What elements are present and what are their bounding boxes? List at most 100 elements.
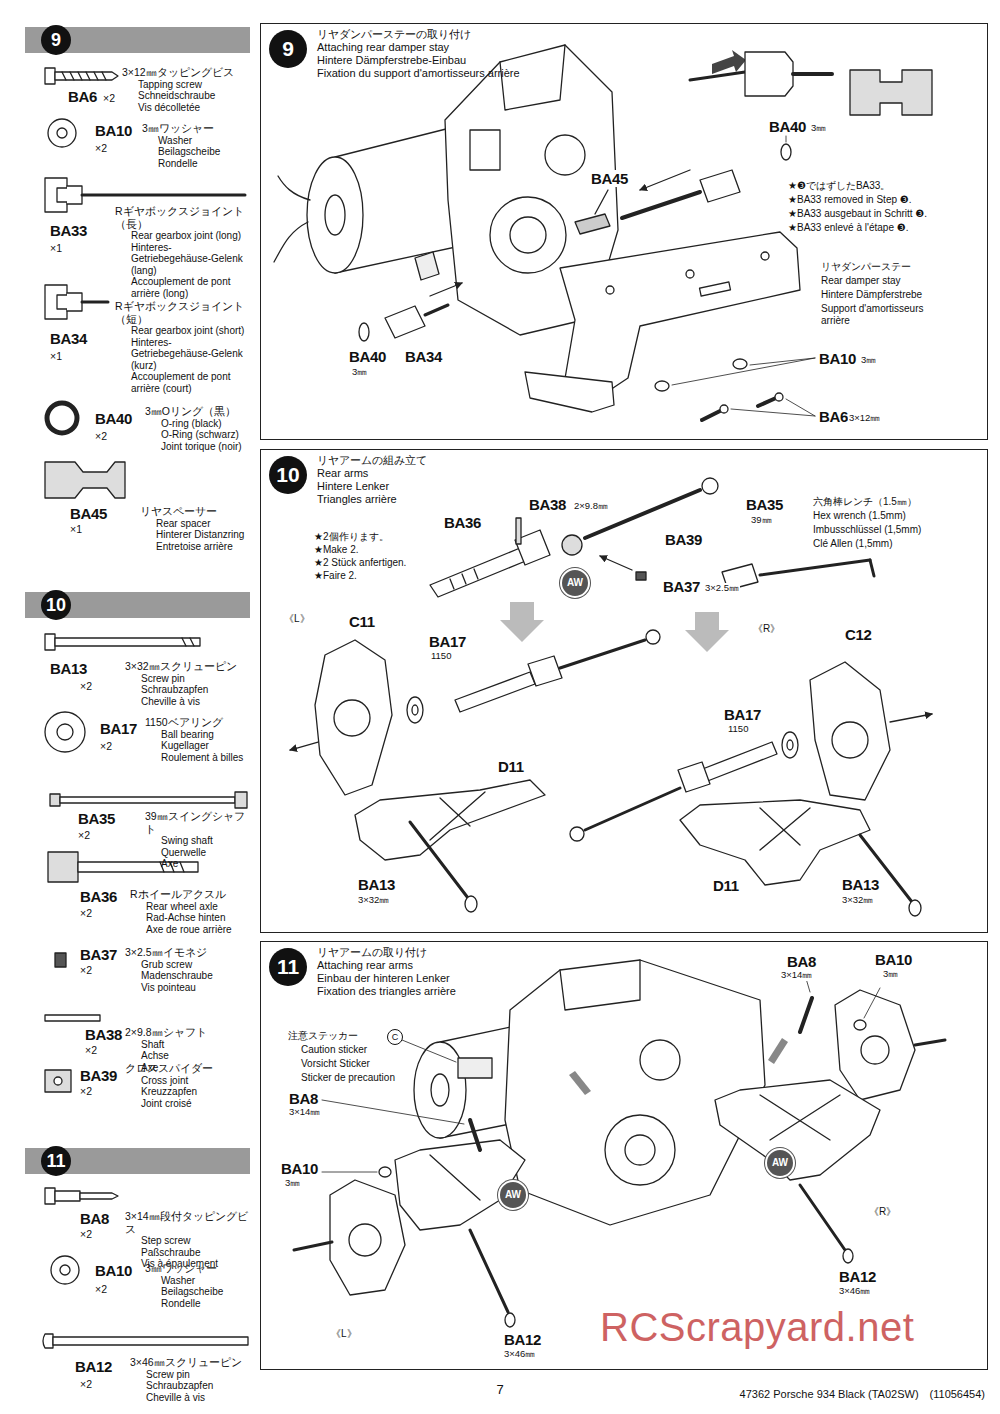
part-callout: D11 bbox=[497, 758, 525, 775]
dimension-label: 3×46㎜ bbox=[838, 1286, 871, 1297]
part-name: Screw pin bbox=[130, 1369, 250, 1381]
part-code: BA36 bbox=[80, 888, 117, 905]
part-name: Accouplement de pont arrière (court) bbox=[115, 371, 250, 394]
step-title: Triangles arrière bbox=[317, 493, 397, 506]
part-name: Paßschraube bbox=[125, 1247, 250, 1259]
sticker-letter: C bbox=[387, 1029, 403, 1045]
part-quantity: ×2 bbox=[80, 1378, 92, 1390]
step-band: 10 bbox=[25, 592, 250, 618]
part-quantity: ×2 bbox=[80, 1228, 92, 1240]
part-name: Hinteres-Getriebegehäuse-Gelenk (lang) bbox=[115, 242, 250, 277]
part-name: Schraubzapfen bbox=[130, 1380, 250, 1392]
step-number: 9 bbox=[41, 25, 71, 55]
part-code: BA17 bbox=[100, 720, 137, 737]
footer-text: 47362 Porsche 934 Black (TA02SW) (110564… bbox=[740, 1388, 985, 1401]
part-description: Rギヤボックスジョイント（短）Rear gearbox joint (short… bbox=[115, 300, 250, 394]
part-callout: BA37 bbox=[662, 578, 701, 595]
part-quantity: ×2 bbox=[103, 92, 115, 104]
part-callout: BA12 bbox=[503, 1331, 542, 1348]
part-name: Axe bbox=[145, 858, 250, 870]
note-text: Hintere Dämpferstrebe bbox=[820, 289, 923, 301]
part-quantity: ×2 bbox=[80, 1085, 92, 1097]
part-name: 3×46㎜スクリューピン bbox=[130, 1356, 250, 1369]
part-name: Rギヤボックスジョイント（短） bbox=[115, 300, 250, 325]
step-number: 9 bbox=[269, 30, 307, 68]
grease-symbol: AW bbox=[560, 568, 590, 598]
dimension-label: 3㎜ bbox=[882, 969, 899, 980]
part-callout: BA10 bbox=[874, 951, 913, 968]
part-code: BA10 bbox=[95, 122, 132, 139]
part-name: Axe de roue arrière bbox=[130, 924, 250, 936]
step-title: Hintere Dämpferstrebe-Einbau bbox=[317, 54, 466, 67]
dimension-label: 3×32㎜ bbox=[841, 895, 874, 906]
page-number: 7 bbox=[496, 1383, 503, 1398]
step-title: Fixation des triangles arrière bbox=[317, 985, 456, 998]
dimension-label: 3×46㎜ bbox=[503, 1349, 536, 1360]
step-number: 11 bbox=[41, 1146, 71, 1176]
dimension-label: 3×12㎜ bbox=[848, 413, 881, 424]
part-name: Schraubzapfen bbox=[125, 684, 250, 696]
part-callout: D11 bbox=[712, 877, 740, 894]
part-description: 3×32㎜スクリューピンScrew pinSchraubzapfenChevil… bbox=[125, 660, 250, 707]
part-name: Rear wheel axle bbox=[130, 901, 250, 913]
part-description: 3㎜ワッシャーWasherBeilagscheibeRondelle bbox=[142, 122, 252, 169]
note-text: 六角棒レンチ（1.5㎜） bbox=[812, 496, 918, 508]
part-callout: BA40 bbox=[768, 118, 807, 135]
part-quantity: ×2 bbox=[80, 964, 92, 976]
part-code: BA45 bbox=[70, 505, 107, 522]
part-quantity: ×2 bbox=[80, 680, 92, 692]
part-code: BA35 bbox=[78, 810, 115, 827]
part-callout: BA38 bbox=[528, 496, 567, 513]
step-number: 10 bbox=[41, 590, 71, 620]
part-name: 3㎜Oリング（黒） bbox=[145, 405, 250, 418]
dimension-label: 3×14㎜ bbox=[780, 970, 813, 981]
part-name: 3㎜ワッシャー bbox=[142, 122, 252, 135]
part-name: Grub screw bbox=[125, 959, 250, 971]
part-name: Beilagscheibe bbox=[142, 146, 252, 158]
note-text: Support d'amortisseurs arrière bbox=[820, 303, 952, 326]
step-number: 11 bbox=[269, 948, 307, 986]
part-name: Shaft bbox=[125, 1039, 250, 1051]
step-band: 9 bbox=[25, 27, 250, 53]
step-band: 11 bbox=[25, 1148, 250, 1174]
part-callout: BA45 bbox=[590, 170, 629, 187]
part-callout: C11 bbox=[348, 613, 376, 630]
part-description: リヤスペーサーRear spacerHinterer DistanzringEn… bbox=[140, 505, 250, 552]
step-title: リヤアームの組み立て bbox=[317, 454, 427, 467]
dimension-label: 1150 bbox=[430, 651, 452, 662]
part-callout: BA13 bbox=[841, 876, 880, 893]
part-callout: BA13 bbox=[357, 876, 396, 893]
note-text: ★Faire 2. bbox=[313, 570, 358, 582]
step-title: Attaching rear damper stay bbox=[317, 41, 449, 54]
part-quantity: ×1 bbox=[50, 350, 62, 362]
dimension-label: 2×9.8㎜ bbox=[573, 501, 609, 512]
part-name: O-ring (black) bbox=[145, 418, 250, 430]
part-description: RホイールアクスルRear wheel axleRad-Achse hinten… bbox=[130, 888, 250, 935]
note-text: Clé Allen (1,5mm) bbox=[812, 538, 893, 550]
part-name: Rear gearbox joint (long) bbox=[115, 230, 250, 242]
step-title: Hintere Lenker bbox=[317, 480, 389, 493]
note-text: ★❸ではずしたBA33。 bbox=[787, 180, 891, 192]
part-callout: BA36 bbox=[443, 514, 482, 531]
note-text: ★BA33 enlevé à l'étape ❸. bbox=[787, 222, 909, 234]
part-name: 3×12㎜タッピングビス bbox=[122, 66, 252, 79]
part-description: クロススパイダーCross jointKreuzzapfenJoint croi… bbox=[125, 1062, 250, 1109]
part-description: 1150ベアリングBall bearingKugellagerRoulement… bbox=[145, 716, 250, 763]
dimension-label: 3×14㎜ bbox=[288, 1107, 321, 1118]
note-text: ★2 Stück anfertigen. bbox=[313, 557, 407, 569]
step-title: リヤアームの取り付け bbox=[317, 946, 427, 959]
step-title: リヤダンパーステーの取り付け bbox=[317, 28, 471, 41]
part-name: Rondelle bbox=[145, 1298, 250, 1310]
note-text: ★Make 2. bbox=[313, 544, 360, 556]
part-code: BA12 bbox=[75, 1358, 112, 1375]
note-text: 《R》 bbox=[752, 623, 781, 635]
part-callout: BA35 bbox=[745, 496, 784, 513]
dimension-label: 3×2.5㎜ bbox=[704, 583, 740, 594]
note-text: 注意ステッカー bbox=[287, 1030, 359, 1042]
note-text: Vorsicht Sticker bbox=[300, 1058, 371, 1070]
dimension-label: 39㎜ bbox=[750, 515, 773, 526]
part-name: Kugellager bbox=[145, 740, 250, 752]
part-callout: BA8 bbox=[786, 953, 817, 970]
part-name: Roulement à billes bbox=[145, 752, 250, 764]
part-name: Screw pin bbox=[125, 673, 250, 685]
